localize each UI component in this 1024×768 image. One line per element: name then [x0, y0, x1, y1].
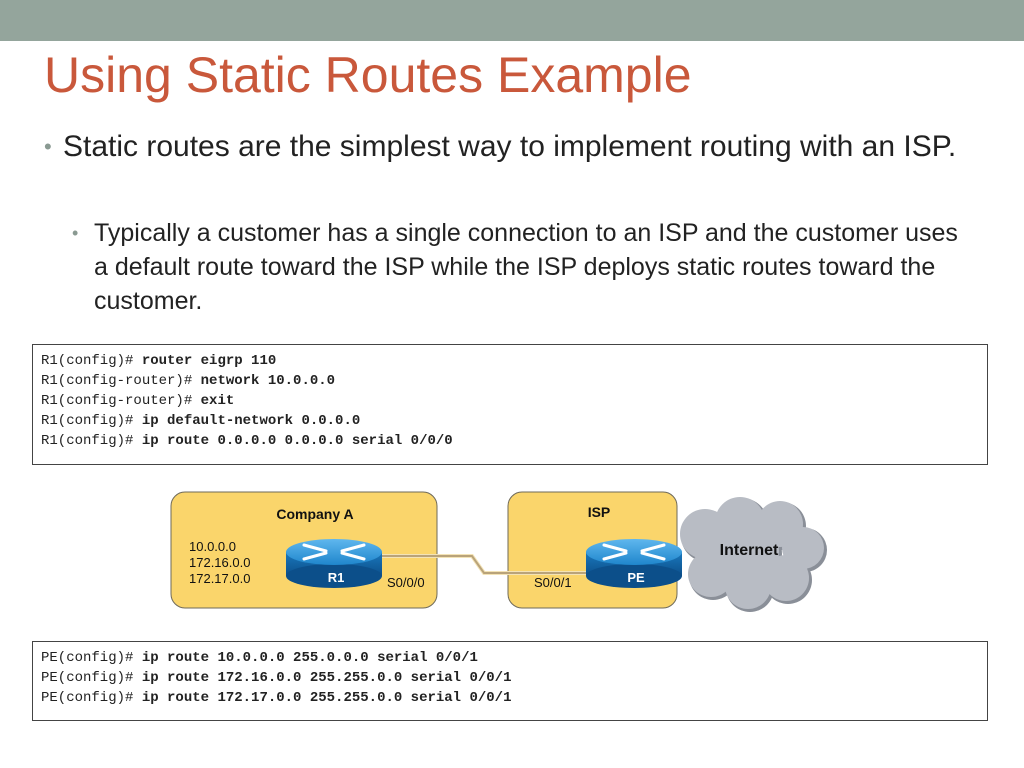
- cli-prompt: PE(config)#: [41, 670, 142, 686]
- router-icon: [586, 539, 682, 588]
- network-diagram: Company A 10.0.0.0 172.16.0.0 172.17.0.0…: [160, 478, 840, 628]
- cli-command: ip route 172.16.0.0 255.255.0.0 serial 0…: [141, 670, 512, 686]
- code-line: PE(config)# ip route 172.16.0.0 255.255.…: [41, 668, 979, 688]
- cli-command: router eigrp 110: [141, 353, 277, 369]
- code-line: R1(config)# ip route 0.0.0.0 0.0.0.0 ser…: [41, 431, 979, 451]
- code-line: PE(config)# ip route 10.0.0.0 255.0.0.0 …: [41, 648, 979, 668]
- cli-command: ip route 172.17.0.0 255.255.0.0 serial 0…: [141, 690, 512, 706]
- top-accent-bar: [0, 0, 1024, 41]
- r1-config-box: R1(config)# router eigrp 110 R1(config-r…: [32, 344, 988, 465]
- bullet-level-2: • Typically a customer has a single conn…: [72, 216, 972, 318]
- cli-prompt: R1(config)#: [41, 433, 142, 449]
- cli-command: exit: [200, 393, 235, 409]
- r1-label: R1: [328, 570, 345, 585]
- pe-config-box: PE(config)# ip route 10.0.0.0 255.0.0.0 …: [32, 641, 988, 721]
- code-line: R1(config-router)# exit: [41, 391, 979, 411]
- bullet-glyph: •: [72, 223, 79, 243]
- code-line: R1(config-router)# network 10.0.0.0: [41, 371, 979, 391]
- pe-interface-label: S0/0/1: [534, 575, 572, 590]
- cli-command: ip route 10.0.0.0 255.0.0.0 serial 0/0/1: [141, 650, 478, 666]
- pe-label: PE: [627, 570, 645, 585]
- company-network: 172.16.0.0: [189, 555, 250, 570]
- company-network: 172.17.0.0: [189, 571, 250, 586]
- cli-prompt: R1(config)#: [41, 413, 142, 429]
- slide-title: Using Static Routes Example: [44, 47, 692, 103]
- code-line: PE(config)# ip route 172.17.0.0 255.255.…: [41, 688, 979, 708]
- internet-label: Internet: [720, 542, 779, 559]
- cli-command: network 10.0.0.0: [200, 373, 336, 389]
- cli-prompt: R1(config-router)#: [41, 393, 201, 409]
- cli-prompt: R1(config)#: [41, 353, 142, 369]
- r1-interface-label: S0/0/0: [387, 575, 425, 590]
- company-a-label: Company A: [276, 506, 353, 522]
- cloud-icon: [680, 497, 827, 612]
- company-network: 10.0.0.0: [189, 539, 236, 554]
- network-diagram-svg: Company A 10.0.0.0 172.16.0.0 172.17.0.0…: [170, 491, 827, 612]
- bullet-level-1: • Static routes are the simplest way to …: [44, 128, 1004, 166]
- cli-command: ip default-network 0.0.0.0: [141, 413, 361, 429]
- serial-link: [380, 555, 588, 574]
- bullet-glyph: •: [44, 134, 52, 159]
- cli-prompt: PE(config)#: [41, 690, 142, 706]
- cli-command: ip route 0.0.0.0 0.0.0.0 serial 0/0/0: [141, 433, 453, 449]
- cli-prompt: PE(config)#: [41, 650, 142, 666]
- bullet-text: Typically a customer has a single connec…: [94, 219, 958, 315]
- isp-label: ISP: [588, 504, 611, 520]
- cli-prompt: R1(config-router)#: [41, 373, 201, 389]
- code-line: R1(config)# router eigrp 110: [41, 351, 979, 371]
- code-line: R1(config)# ip default-network 0.0.0.0: [41, 411, 979, 431]
- bullet-text: Static routes are the simplest way to im…: [63, 130, 957, 163]
- router-icon: [286, 539, 382, 588]
